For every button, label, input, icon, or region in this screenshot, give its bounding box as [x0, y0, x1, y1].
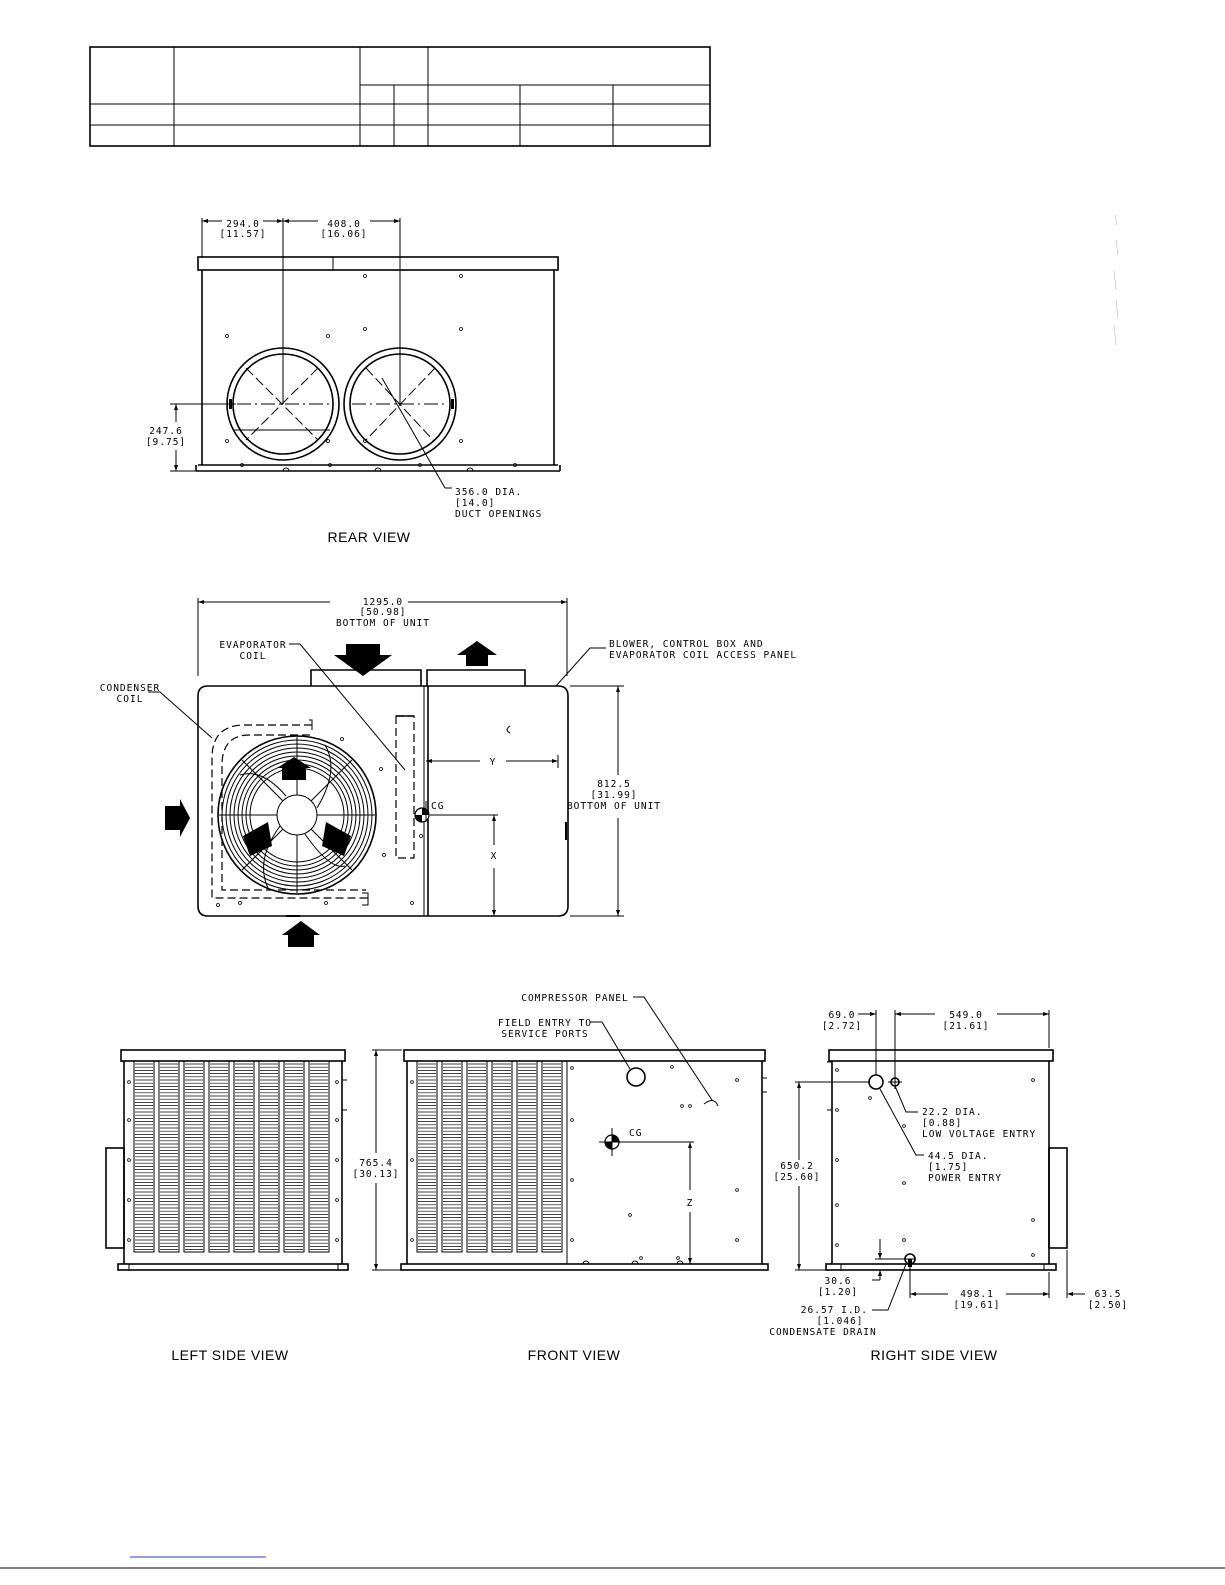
pw-label: POWER ENTRY [928, 1173, 1002, 1184]
d498: 498.1 [960, 1289, 994, 1300]
d498-in: [19.61] [953, 1300, 1000, 1311]
evap-label-2: COIL [240, 651, 267, 662]
cg-label-front: CG [629, 1128, 642, 1139]
front-height-in: [30.13] [352, 1169, 399, 1180]
cond-label-2: COIL [117, 694, 144, 705]
dim-247-in: [9.75] [146, 437, 186, 448]
d549: 549.0 [949, 1010, 983, 1021]
access-label-2: EVAPORATOR COIL ACCESS PANEL [609, 650, 797, 661]
x-label: X [491, 851, 498, 862]
right-view-title: RIGHT SIDE VIEW [870, 1347, 997, 1363]
h650-in: [25.60] [773, 1172, 820, 1183]
left-view-title: LEFT SIDE VIEW [171, 1347, 288, 1363]
dim-408-in: [16.06] [320, 229, 367, 240]
width-label: BOTTOM OF UNIT [336, 618, 430, 629]
pw-dia-in: [1.75] [928, 1162, 968, 1173]
rear-view [170, 218, 561, 489]
compressor-panel-label: COMPRESSOR PANEL [521, 993, 629, 1004]
lv-dia-in: [0.88] [922, 1118, 962, 1129]
d549-in: [21.61] [942, 1021, 989, 1032]
cond-label-1: CONDENSER [100, 683, 160, 694]
pw-dia: 44.5 DIA. [928, 1151, 988, 1162]
dimension-table [89, 46, 711, 147]
right-side-view [795, 1010, 1085, 1311]
drain-dia-in: [1.046] [816, 1316, 863, 1327]
duct-dia: 356.0 DIA. [455, 487, 522, 498]
front-view [372, 996, 769, 1271]
condenser-fan [217, 735, 377, 895]
duct-label: DUCT OPENINGS [455, 509, 542, 520]
duct-dia-in: [14.0] [455, 498, 495, 509]
front-view-title: FRONT VIEW [528, 1347, 621, 1363]
d635: 63.5 [1095, 1289, 1122, 1300]
lv-label: LOW VOLTAGE ENTRY [922, 1129, 1036, 1140]
width-in: [50.98] [359, 607, 406, 618]
d635-in: [2.50] [1088, 1300, 1128, 1311]
front-height-mm: 765.4 [359, 1158, 393, 1169]
h650: 650.2 [780, 1161, 814, 1172]
d69-in: [2.72] [822, 1021, 862, 1032]
left-side-view [105, 1049, 349, 1271]
depth-mm: 812.5 [597, 779, 631, 790]
d69: 69.0 [829, 1010, 856, 1021]
depth-in: [31.99] [590, 790, 637, 801]
lv-dia: 22.2 DIA. [922, 1107, 982, 1118]
drain-dia: 26.57 I.D. [801, 1305, 868, 1316]
field-entry-2: SERVICE PORTS [501, 1029, 588, 1040]
top-view [148, 598, 624, 947]
depth-label: BOTTOM OF UNIT [567, 801, 661, 812]
z-label: Z [687, 1198, 694, 1209]
evap-label-1: EVAPORATOR [219, 640, 286, 651]
field-entry-1: FIELD ENTRY TO [498, 1018, 592, 1029]
d306: 30.6 [825, 1276, 852, 1287]
d306-in: [1.20] [818, 1287, 858, 1298]
access-label-1: BLOWER, CONTROL BOX AND [609, 639, 764, 650]
dim-294-in: [11.57] [219, 229, 266, 240]
drain-label: CONDENSATE DRAIN [769, 1327, 877, 1338]
dim-294: 294.0 [226, 219, 260, 230]
cg-label-top: CG [431, 801, 444, 812]
width-mm: 1295.0 [363, 597, 403, 608]
y-label: Y [490, 757, 497, 768]
rear-view-title: REAR VIEW [327, 529, 410, 545]
scan-noise [1113, 214, 1119, 346]
dim-247: 247.6 [149, 426, 183, 437]
dim-408: 408.0 [327, 219, 361, 230]
